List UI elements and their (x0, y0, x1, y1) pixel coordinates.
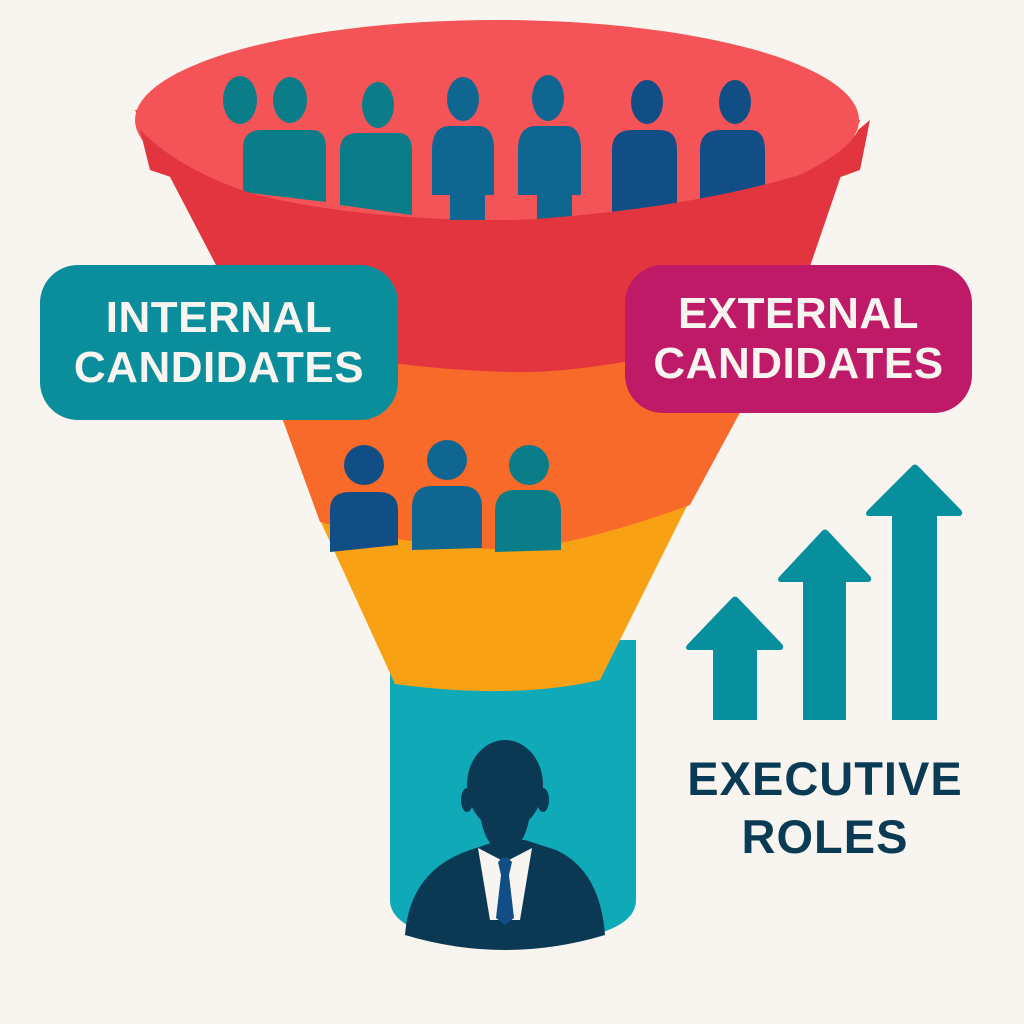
people-group-middle (330, 440, 561, 552)
executive-silhouette-icon (405, 740, 605, 950)
funnel-spout (390, 640, 636, 950)
people-group-top-figures (243, 75, 765, 222)
people-group-top (223, 76, 257, 124)
growth-arrows-icon (686, 464, 963, 720)
executive-roles-label: EXECUTIVE ROLES (680, 750, 970, 866)
internal-label-line2: CANDIDATES (73, 342, 365, 392)
internal-label-line1: INTERNAL (105, 292, 333, 342)
internal-candidates-badge: INTERNAL CANDIDATES (40, 265, 398, 420)
executive-label-line2: ROLES (741, 810, 909, 863)
external-candidates-badge: EXTERNAL CANDIDATES (625, 265, 972, 413)
external-label-line1: EXTERNAL (677, 289, 920, 338)
executive-label-line1: EXECUTIVE (687, 752, 963, 805)
external-label-line2: CANDIDATES (653, 339, 944, 388)
